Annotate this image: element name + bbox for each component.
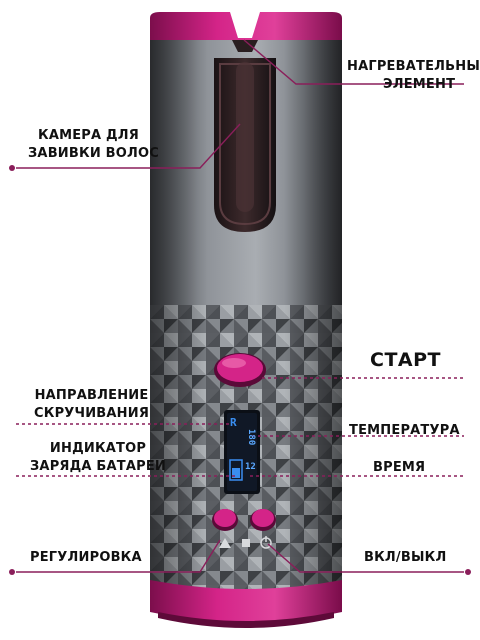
label-start: СТАРТ <box>370 349 441 371</box>
leader-heating <box>243 39 464 85</box>
label-power: ВКЛ/ВЫКЛ <box>364 550 447 565</box>
dot-adjust <box>9 569 15 575</box>
dot-power <box>465 569 471 575</box>
lcd-display <box>224 410 260 494</box>
leader-lines <box>16 39 464 573</box>
start-button-shape <box>214 353 266 387</box>
lcd-direction-letter: R <box>230 416 237 429</box>
lcd-temperature-value: 180 <box>246 429 256 446</box>
label-time: ВРЕМЯ <box>373 460 426 475</box>
leader-chamber <box>16 123 241 169</box>
control-buttons <box>212 509 276 549</box>
label-adjustment: РЕГУЛИРОВКА <box>30 550 142 565</box>
leader-power <box>267 543 464 573</box>
label-battery-indicator: ИНДИКАТОР ЗАРЯДА БАТАРЕИ <box>30 441 166 474</box>
leader-adjust <box>16 539 221 573</box>
hair-slot <box>214 58 276 232</box>
dot-chamber <box>9 165 15 171</box>
bottom-base <box>150 580 342 628</box>
label-curl-direction: НАПРАВЛЕНИЕ СКРУЧИВАНИЯ <box>34 388 150 421</box>
label-temperature: ТЕМПЕРАТУРА <box>349 423 460 438</box>
top-rim <box>150 12 342 40</box>
label-hair-chamber: КАМЕРА ДЛЯ ЗАВИВКИ ВОЛОС <box>28 128 159 161</box>
lcd-time-value: 12 <box>245 462 256 472</box>
label-heating-element: НАГРЕВАТЕЛЬНЫЙ ЭЛЕМЕНТ <box>347 59 480 92</box>
